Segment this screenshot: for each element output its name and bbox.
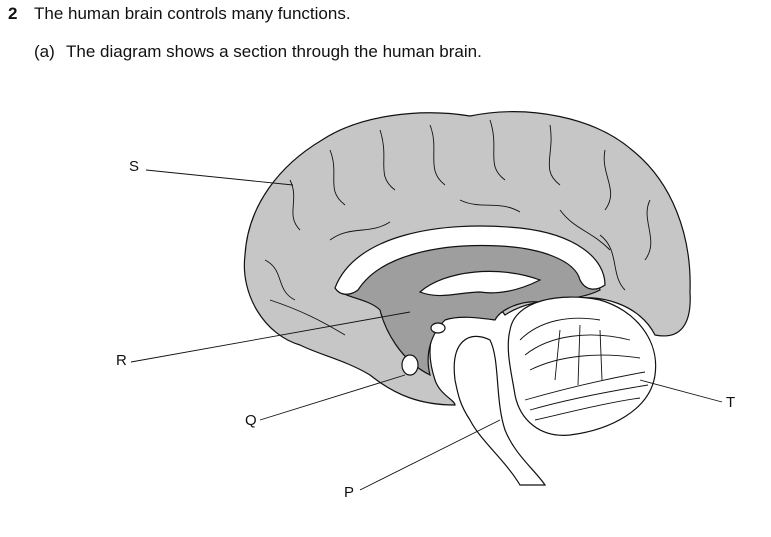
- question-number: 2: [8, 4, 18, 23]
- label-r: R: [116, 352, 127, 369]
- label-t: T: [726, 394, 736, 411]
- label-line-q: [259, 374, 406, 421]
- cerebellum: [507, 296, 657, 436]
- label-q: Q: [245, 412, 257, 429]
- question-stem: The human brain controls many functions.: [34, 4, 351, 23]
- label-s: S: [129, 158, 140, 175]
- thalamus: [418, 270, 542, 297]
- label-line-p: [359, 419, 501, 491]
- label-line-r: [130, 311, 411, 363]
- label-line-s: [145, 169, 294, 186]
- part-label: (a): [34, 42, 55, 61]
- corpus-callosum: [334, 225, 606, 295]
- label-p: P: [344, 484, 355, 501]
- pituitary: [401, 354, 419, 376]
- part-text: The diagram shows a section through the …: [66, 42, 482, 61]
- brain-stem: [453, 335, 547, 486]
- label-line-t: [639, 379, 723, 403]
